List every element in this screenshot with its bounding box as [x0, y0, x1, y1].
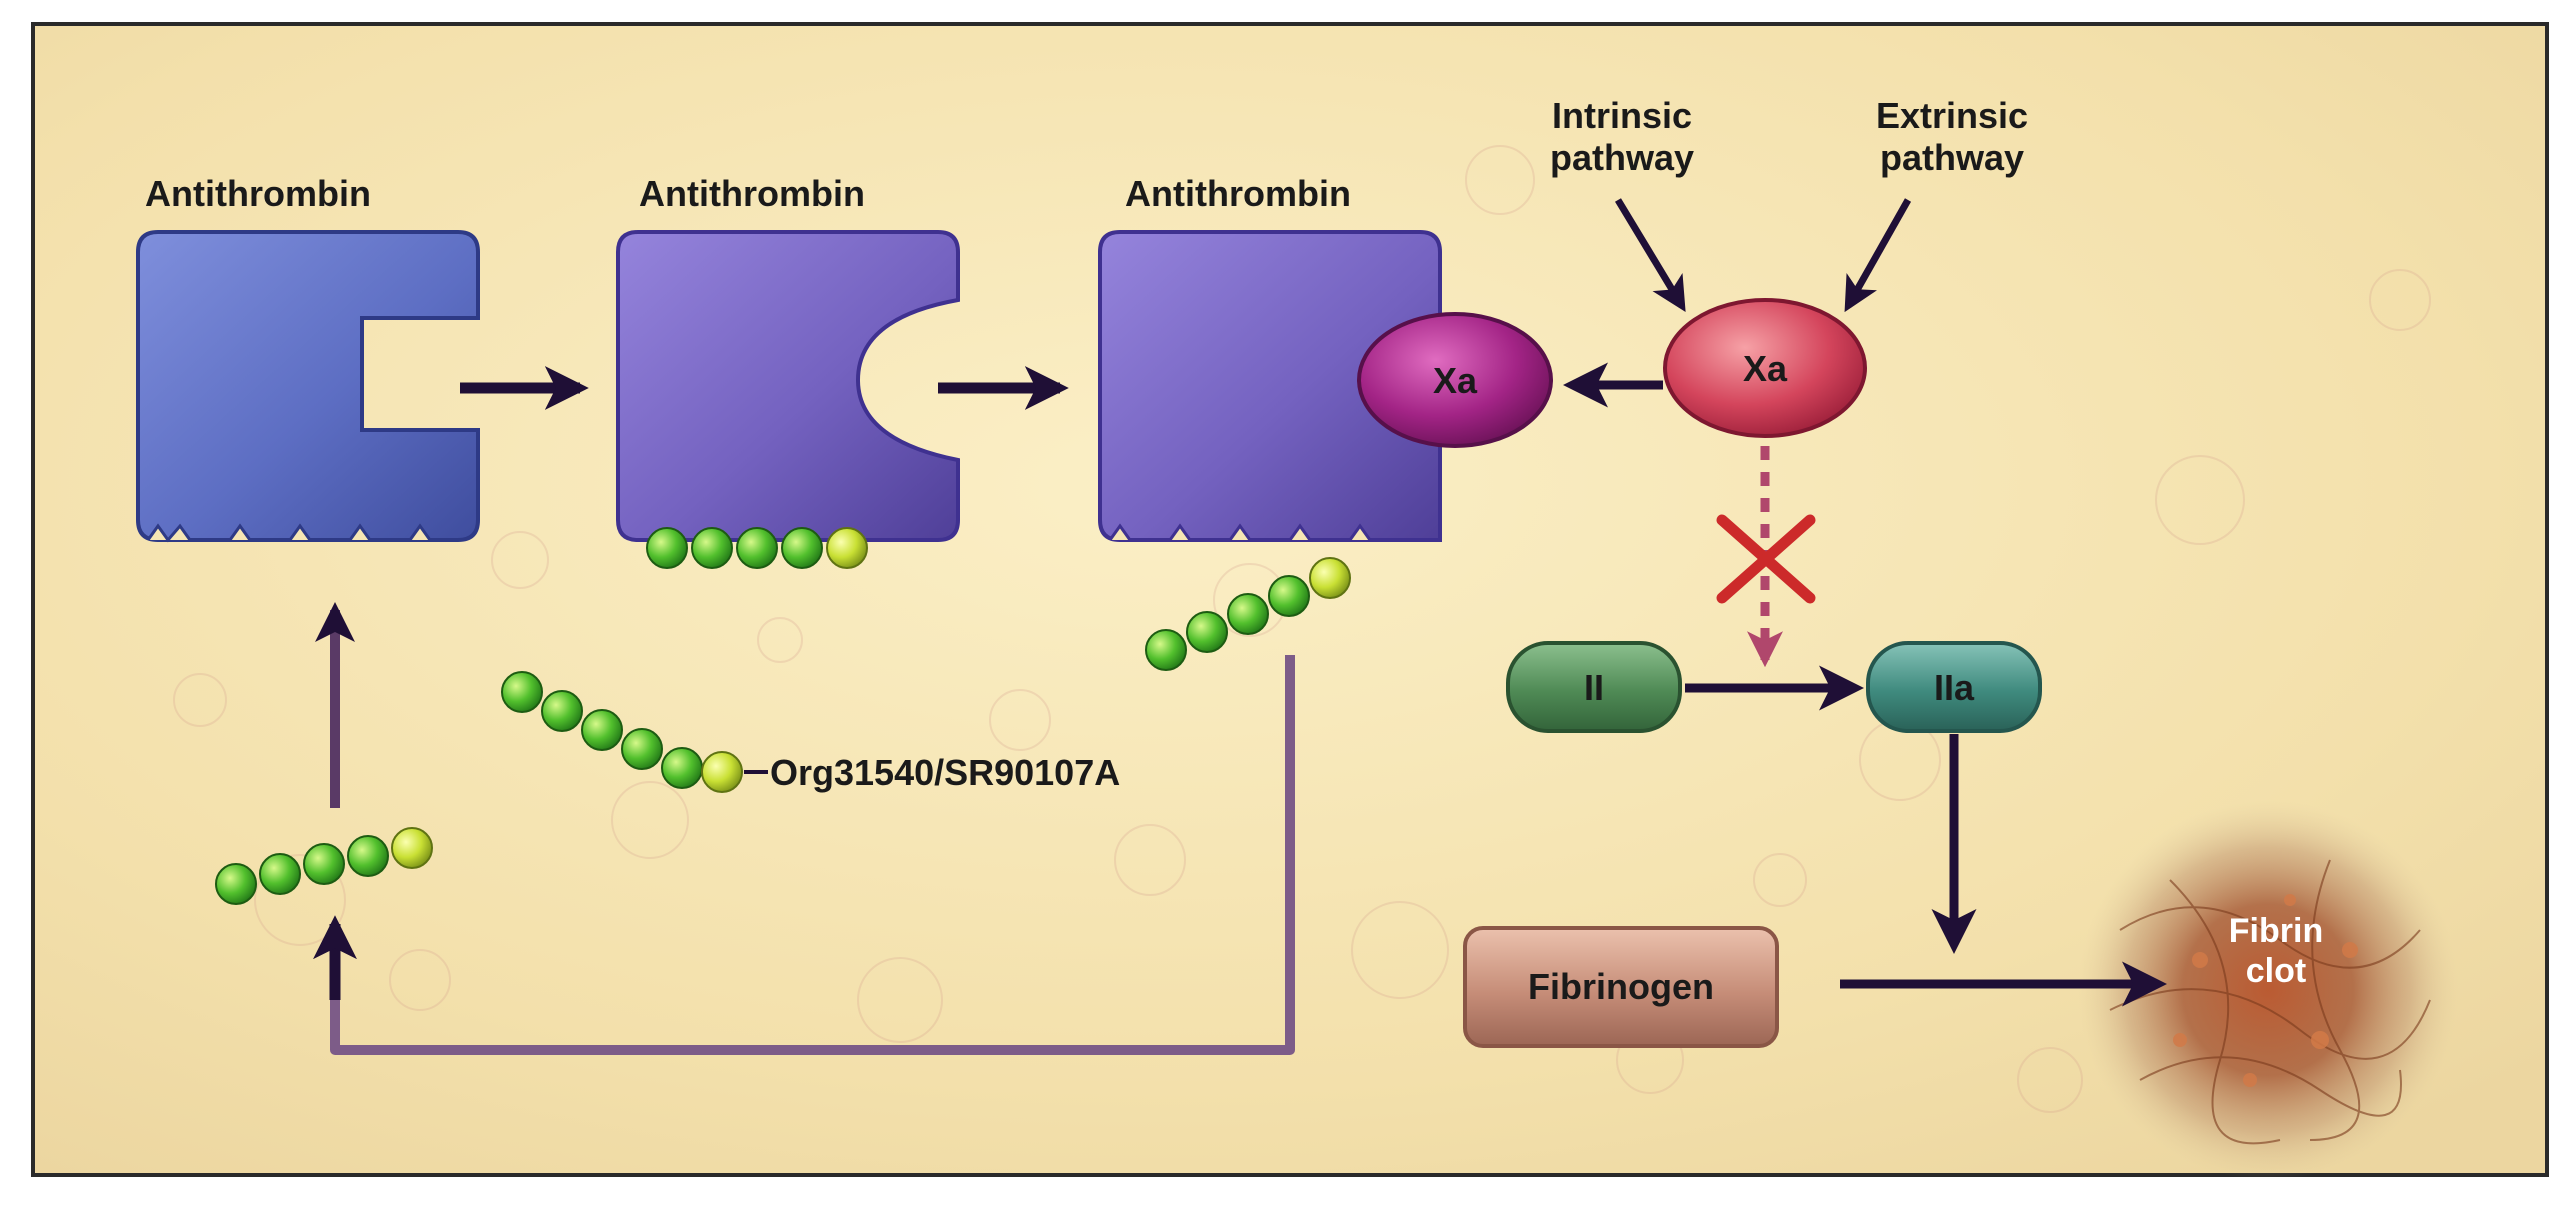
fibrin-clot: [2078, 800, 2458, 1180]
arrow-extrinsic-to-xa: [1844, 198, 1912, 313]
inhibition-x-mark: [1716, 514, 1816, 604]
xa-free: [1663, 298, 1867, 438]
antithrombin-3: [1098, 230, 1442, 542]
antithrombin-label-2: Antithrombin: [639, 173, 865, 214]
xa-free-label: Xa: [1743, 348, 1788, 389]
extrinsic-pathway-label-1: Extrinsic: [1876, 95, 2028, 136]
factor-ii: [1506, 641, 1682, 733]
arrow-intrinsic-to-xa: [1615, 198, 1686, 312]
antithrombin-3-binding-site: [1108, 523, 1372, 542]
extrinsic-pathway-label-2: pathway: [1880, 137, 2024, 178]
intrinsic-pathway-label-2: pathway: [1550, 137, 1694, 178]
recycle-path-line: [330, 655, 1295, 1055]
fibrinogen: [1463, 926, 1779, 1048]
intrinsic-pathway-label-1: Intrinsic: [1552, 95, 1692, 136]
factor-ii-label: II: [1584, 667, 1604, 708]
xa-bound-label: Xa: [1433, 360, 1478, 401]
fibrin-clot-label-1: Fibrin: [2229, 912, 2323, 950]
xa-bound: [1357, 312, 1553, 448]
background-texture: [173, 145, 2431, 1113]
factor-iia-label: IIa: [1934, 667, 1975, 708]
antithrombin-1-binding-site: [146, 523, 432, 543]
antithrombin-1: [136, 230, 480, 542]
antithrombin-label-1: Antithrombin: [145, 173, 371, 214]
pentasaccharide-bound-2: [646, 527, 868, 569]
fibrin-clot-label-2: clot: [2246, 952, 2306, 990]
pentasaccharide-label: Org31540/SR90107A: [770, 752, 1120, 793]
factor-iia: [1866, 641, 2042, 733]
antithrombin-2: [616, 230, 960, 542]
fibrinogen-label: Fibrinogen: [1528, 966, 1714, 1007]
antithrombin-label-3: Antithrombin: [1125, 173, 1351, 214]
